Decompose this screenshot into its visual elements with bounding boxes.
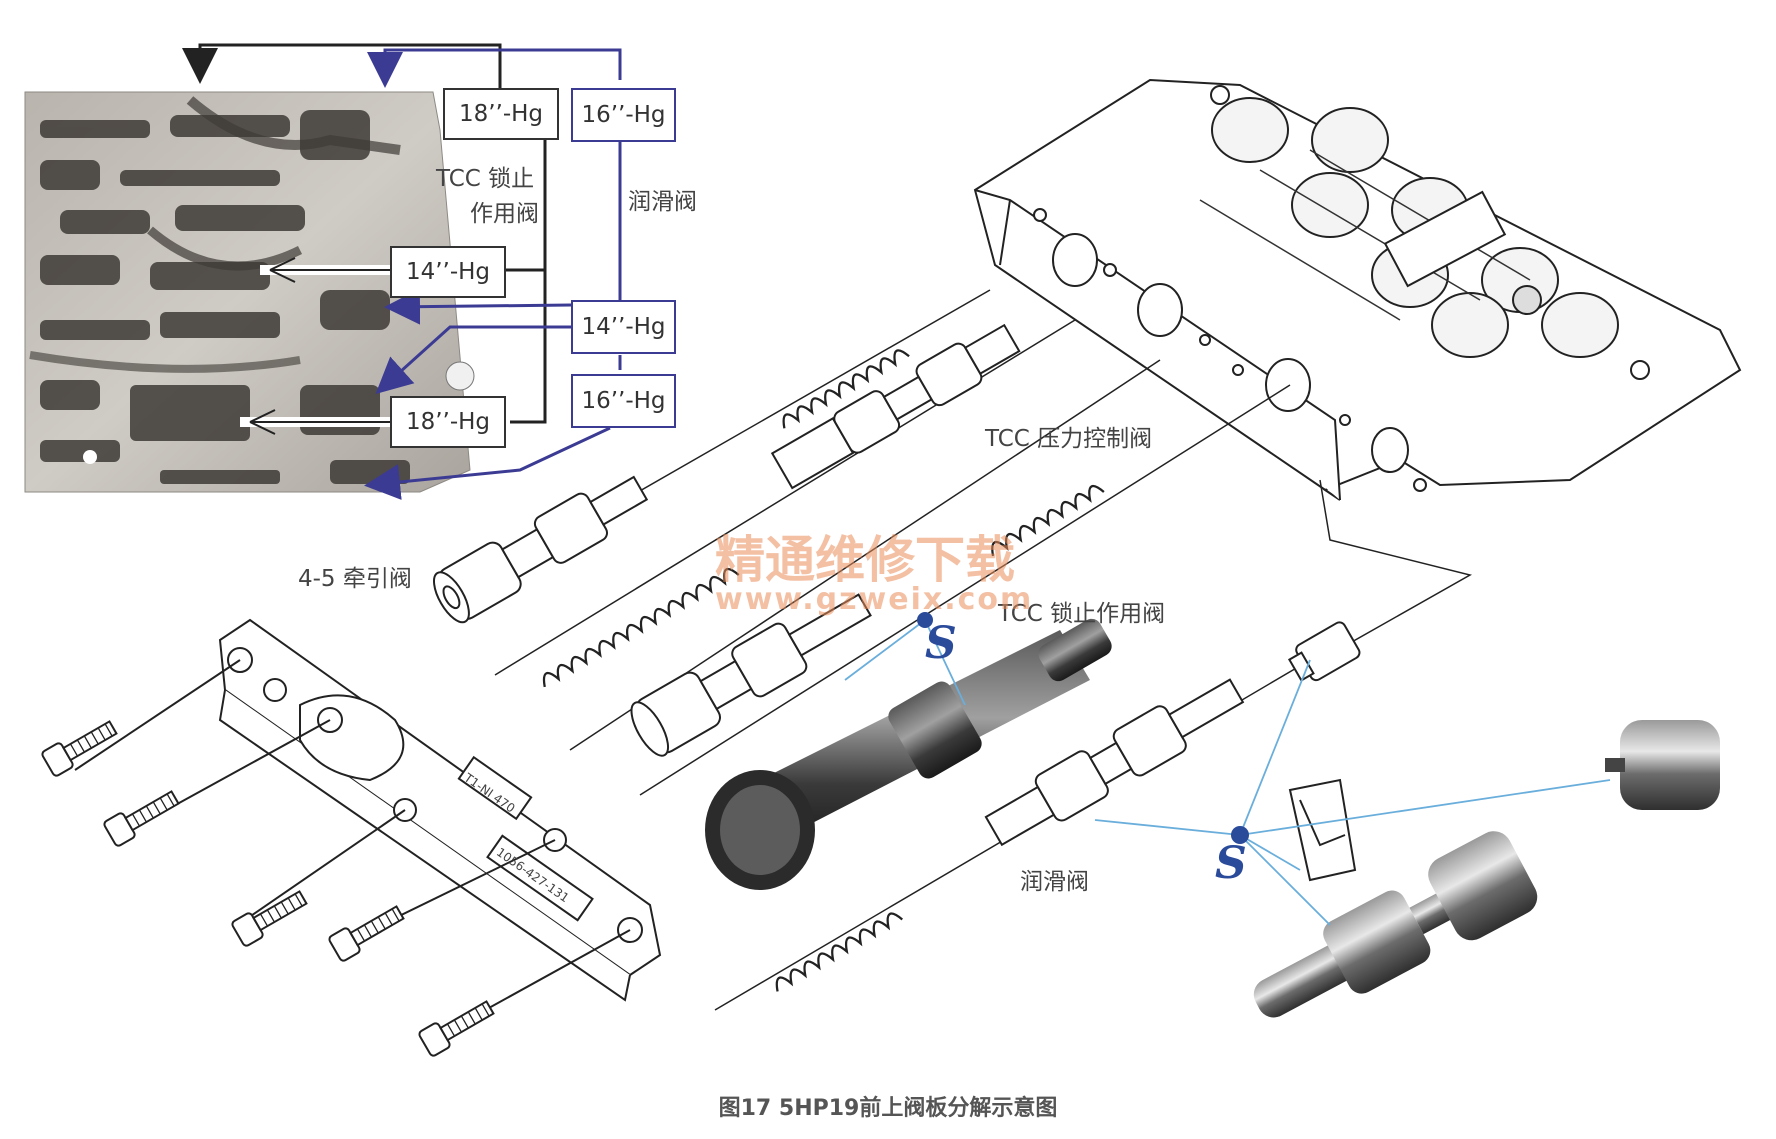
spring-1	[782, 349, 910, 429]
special-part-symbol-icon: S	[925, 618, 957, 669]
hg-callout-14-right: 14’’-Hg	[571, 300, 676, 354]
callout-lines	[182, 43, 622, 500]
label-tcc-pressure-control-valve: TCC 压力控制阀	[985, 426, 1153, 452]
hg-callout-18-top: 18’’-Hg	[443, 88, 559, 140]
label-lube-valve-top: 润滑阀	[628, 189, 697, 215]
valve-parts	[433, 289, 1720, 1018]
tcc-apply-valve-spool	[630, 593, 872, 757]
watermark-url: www.gzweix.com	[715, 582, 1034, 617]
lube-valve-spool	[984, 678, 1245, 847]
hg-callout-18-bottom: 18’’-Hg	[390, 396, 506, 448]
figure-caption: 图17 5HP19前上阀板分解示意图	[718, 1096, 1058, 1121]
label-45-shift-valve: 4-5 牵引阀	[298, 566, 412, 592]
retainer-clip	[1288, 778, 1357, 882]
small-plug	[1287, 621, 1361, 682]
blue-leaders	[844, 619, 1611, 926]
watermark-text: 精通维修下载	[715, 531, 1015, 589]
hg-callout-16-top: 16’’-Hg	[571, 88, 676, 142]
spring-2	[542, 567, 740, 688]
hg-callout-16-right: 16’’-Hg	[571, 374, 676, 428]
upper-valve-body	[973, 78, 1742, 501]
hg-callout-14-left: 14’’-Hg	[390, 246, 506, 298]
cover-plate	[74, 618, 662, 1036]
tcc-pressure-control-spool	[770, 323, 1021, 490]
lube-valve-metal-spool	[1253, 831, 1538, 1018]
label-tcc-lockup-valve-line1: TCC 锁止	[436, 166, 535, 192]
label-tcc-lockup-apply-valve: TCC 锁止作用阀	[998, 601, 1166, 627]
shift-45-valve-spool	[433, 475, 649, 624]
spring-4	[775, 912, 903, 992]
special-part-symbol-icon: S	[1215, 838, 1247, 889]
label-tcc-lockup-valve-line2: 作用阀	[470, 201, 539, 227]
label-lube-valve-bottom: 润滑阀	[1020, 869, 1089, 895]
bolts	[41, 720, 495, 1057]
tcc-apply-valve-metal	[705, 618, 1112, 890]
valve-body-casting	[24, 91, 475, 493]
lube-valve-metal-plug	[1605, 720, 1720, 810]
spring-3	[991, 484, 1105, 557]
